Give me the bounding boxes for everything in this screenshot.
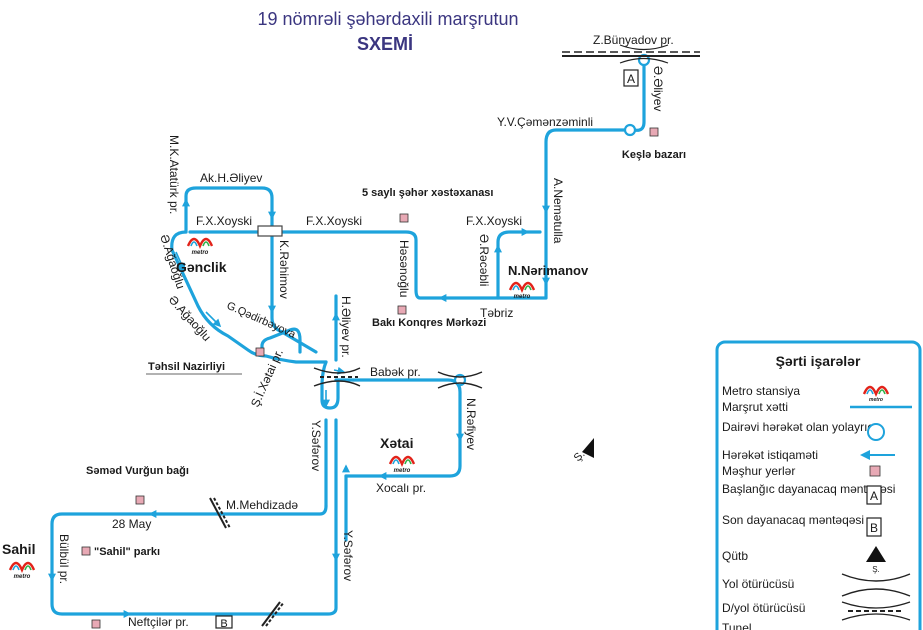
metro-station-xetai: Xətai metro [380, 435, 416, 474]
landmark-label: Səməd Vurğun bağı [86, 465, 189, 477]
metro-station-nerimanov: N.Nərimanov metro [508, 263, 589, 300]
landmark-square-icon [399, 213, 409, 223]
map-title: 19 nömrəli şəhərdaxili marşrutun [257, 9, 518, 29]
svg-text:Ş.: Ş. [872, 565, 880, 574]
svg-text:metro: metro [514, 294, 531, 300]
station-name: Xətai [380, 435, 413, 451]
svg-text:B: B [870, 521, 878, 535]
map-subtitle: SXEMİ [357, 34, 413, 54]
street-label: Xocalı pr. [376, 481, 426, 495]
landmark-label: "Sahil" parkı [94, 546, 160, 558]
direction-arrows [48, 180, 550, 618]
legend-panel: Şərti işarələr Metro stansiya metro Marş… [715, 340, 922, 630]
landmark-label: Keşlə bazarı [622, 149, 686, 161]
north-arrow-icon: Ş. [572, 438, 594, 464]
end-stop-icon: B [215, 615, 233, 630]
landmark-label: 5 saylı şəhər xəstəxanası [362, 187, 493, 199]
tunnel-icon [257, 225, 283, 237]
start-stop-icon: A [623, 69, 639, 87]
metro-logo-icon: metro [8, 561, 36, 580]
metro-station-sahil: Sahil metro [2, 541, 35, 580]
legend-label: Məşhur yerlər [722, 464, 795, 478]
street-label: F.X.Xoyski [466, 214, 522, 228]
landmark-label: Bakı Konqres Mərkəzi [372, 317, 486, 329]
landmark-square-icon [649, 127, 659, 137]
svg-text:metro: metro [14, 574, 31, 580]
street-label: Ə.Rəcəbli [477, 234, 491, 286]
metro-logo-icon: metro [508, 281, 536, 300]
landmark-square-icon [91, 619, 101, 629]
legend-label: Qütb [722, 549, 748, 563]
legend-title: Şərti işarələr [776, 353, 861, 369]
street-label: Babək pr. [370, 365, 421, 379]
street-label: N.Rəfiyev [464, 398, 478, 450]
svg-text:metro: metro [394, 468, 411, 474]
street-label: Neftçilər pr. [128, 615, 189, 629]
street-label: Y.Səfərov [309, 420, 323, 471]
station-name: Sahil [2, 541, 35, 557]
street-label: M.Mehdizadə [226, 498, 298, 512]
svg-text:metro: metro [192, 250, 209, 256]
street-label: A.Nemətulla [551, 178, 565, 244]
landmark-square-icon [869, 465, 881, 477]
legend-label: Başlanğıc dayanacaq məntəqəsi [722, 482, 895, 496]
street-label: F.X.Xoyski [196, 214, 252, 228]
landmark-square-icon [135, 495, 145, 505]
street-label: 28 May [112, 517, 151, 531]
landmark-square-icon [81, 546, 91, 556]
end-stop-icon: B [866, 517, 882, 537]
street-label: Bülbül pr. [57, 534, 71, 584]
legend-label: Dairəvi hərəkət olan yolayrıcı [722, 420, 877, 434]
legend-label: Son dayanacaq məntəqəsi [722, 513, 864, 527]
street-label: Y.V.Çəmənzəminli [497, 115, 593, 129]
station-name: N.Nərimanov [508, 263, 589, 278]
metro-station-genclik: metro Gənclik [176, 237, 227, 275]
svg-text:A: A [870, 489, 878, 503]
landmark-square-icon [255, 347, 265, 357]
rail-overpass-icon [841, 601, 911, 621]
legend-label: Yol ötürücüsü [722, 577, 794, 591]
legend-label: Marşrut xətti [722, 400, 788, 414]
metro-logo-icon: metro [186, 237, 214, 256]
rail-crossing-marks [209, 497, 285, 627]
legend-label: Hərəkət istiqaməti [722, 448, 818, 462]
landmark-square-icon [397, 305, 407, 315]
legend-label: D/yol ötürücüsü [722, 601, 805, 615]
street-label: Y.Səfərov [341, 530, 355, 581]
landmark-label: Təhsil Nazirliyi [148, 361, 225, 373]
svg-text:A: A [627, 72, 635, 86]
road-overpass-icon [437, 371, 483, 389]
legend-label: Tunel [722, 621, 752, 630]
street-label: Həsənoğlu [397, 240, 411, 297]
road-overpass-icon [841, 573, 911, 597]
roundabout-icon [867, 423, 885, 441]
rail-overpass-icon [562, 44, 700, 64]
metro-logo-icon: metro [388, 455, 416, 474]
north-arrow-icon: Ş. [866, 546, 886, 574]
street-label: G.Qədirbəyova [225, 300, 298, 341]
street-label: Ə.Əliyev [651, 66, 665, 111]
street-label: Z.Bünyadov pr. [593, 33, 674, 47]
street-label: Ak.H.Əliyev [200, 171, 262, 185]
svg-text:B: B [220, 618, 227, 630]
svg-text:metro: metro [869, 397, 883, 403]
street-label: M.K.Atatürk pr. [167, 135, 181, 214]
rail-overpass-icon [313, 367, 361, 387]
street-label: Təbriz [480, 306, 513, 320]
legend-label: Metro stansiya [722, 384, 800, 398]
start-stop-icon: A [866, 485, 882, 505]
station-name: Gənclik [176, 259, 227, 275]
metro-logo-icon: metro [862, 385, 890, 403]
street-label: F.X.Xoyski [306, 214, 362, 228]
roundabout-icon [623, 123, 637, 137]
street-label: H.Əliyev pr. [339, 296, 353, 358]
street-label: K.Rəhimov [277, 240, 291, 299]
